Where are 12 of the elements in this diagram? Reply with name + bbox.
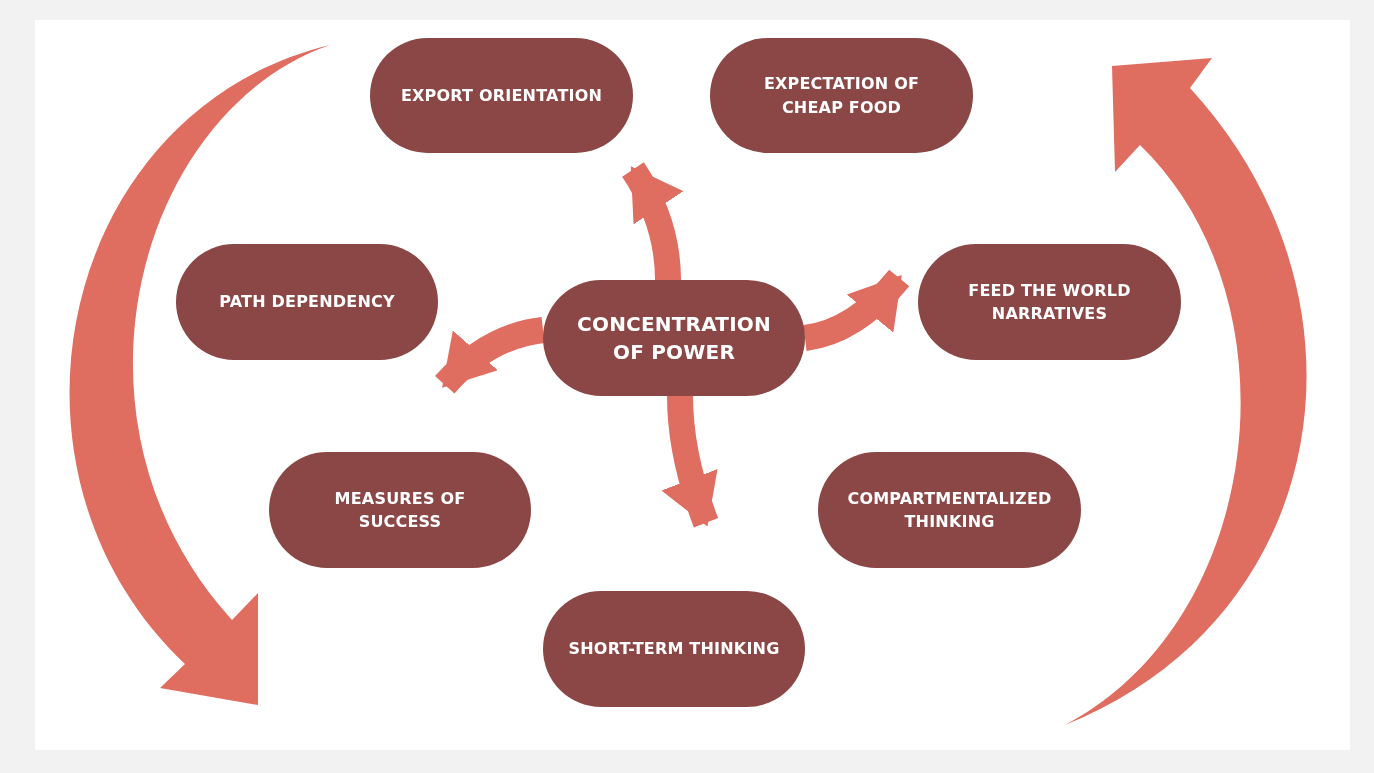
arrow — [661, 395, 719, 528]
node-label: COMPARTMENTALIZED THINKING — [846, 487, 1053, 533]
node-label: FEED THE WORLD NARRATIVES — [967, 279, 1132, 325]
node-label: MEASURES OF SUCCESS — [333, 487, 467, 533]
arrow — [622, 162, 683, 281]
node-label: EXPORT ORIENTATION — [400, 84, 603, 107]
node-label: SHORT-TERM THINKING — [568, 638, 780, 661]
arrow — [435, 317, 545, 394]
node-label: EXPECTATION OF CHEAP FOOD — [762, 73, 921, 119]
node-label: CONCENTRATION OF POWER — [576, 311, 772, 366]
arrow — [802, 269, 910, 351]
node-label: PATH DEPENDENCY — [219, 291, 395, 314]
